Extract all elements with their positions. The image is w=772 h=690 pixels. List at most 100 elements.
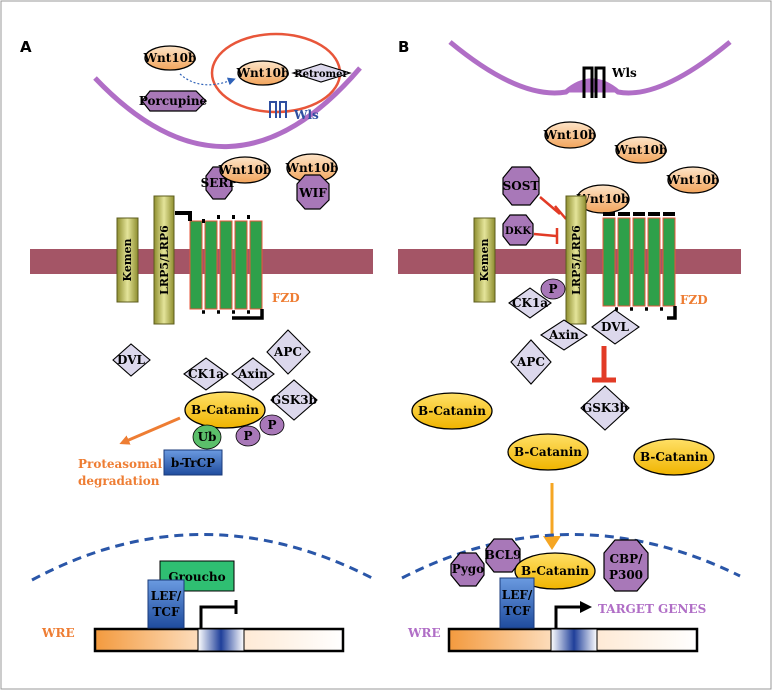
b-dkk-inhibition — [533, 228, 559, 244]
b-b-catenin-4: B-Catanin — [514, 552, 596, 590]
svg-text:DVL: DVL — [601, 320, 630, 334]
a-wnt10b-serp: Wnt10b — [218, 156, 272, 184]
svg-text:B-Catanin: B-Catanin — [191, 403, 259, 417]
svg-text:BCL9: BCL9 — [485, 548, 522, 562]
a-wnt10b-vesicle: Wnt10b — [236, 60, 290, 86]
svg-text:TCF: TCF — [153, 605, 180, 619]
svg-text:Kemen: Kemen — [478, 239, 491, 282]
a-phospho-1: P — [235, 425, 261, 447]
a-proteasomal-line1: Proteasomal — [78, 457, 163, 471]
b-pygo: Pygo — [450, 552, 485, 587]
a-wls-icon: Wls — [269, 101, 319, 122]
svg-text:Kemen: Kemen — [121, 239, 134, 282]
b-active-tss-arrow — [554, 601, 592, 629]
a-lrp5-lrp6: LRP5/LRP6 — [153, 195, 175, 325]
svg-text:Retromer: Retromer — [294, 69, 348, 80]
svg-text:LEF/: LEF/ — [502, 588, 533, 602]
svg-text:APC: APC — [273, 345, 302, 359]
svg-text:TCF: TCF — [504, 604, 531, 618]
svg-text:FZD: FZD — [680, 293, 708, 307]
b-fzd-receptor: FZD — [602, 212, 708, 320]
svg-text:DVL: DVL — [117, 353, 146, 367]
svg-text:Ub: Ub — [198, 430, 217, 444]
a-ubiquitin: Ub — [192, 424, 222, 450]
a-cell-membrane-curve — [93, 66, 362, 150]
svg-text:P: P — [243, 429, 252, 443]
b-sost-inhibition — [539, 196, 567, 220]
svg-text:GSK3b: GSK3b — [271, 393, 317, 407]
svg-text:LRP5/LRP6: LRP5/LRP6 — [158, 225, 171, 295]
svg-text:LRP5/LRP6: LRP5/LRP6 — [570, 225, 583, 295]
b-lef-tcf: LEF/ TCF — [499, 577, 535, 629]
svg-text:P300: P300 — [609, 568, 643, 582]
a-wnt10b-outside: Wnt10b — [143, 45, 197, 71]
a-axin: Axin — [231, 357, 275, 391]
b-cbp-p300: CBP/ P300 — [603, 539, 649, 592]
svg-text:Wnt10b: Wnt10b — [666, 173, 720, 187]
a-nuclear-envelope — [31, 533, 373, 582]
b-gsk3b: GSK3b — [580, 385, 630, 431]
b-apc: APC — [510, 339, 552, 385]
svg-text:P: P — [548, 282, 557, 296]
a-gsk3b: GSK3b — [270, 379, 318, 421]
svg-text:LEF/: LEF/ — [151, 589, 182, 603]
svg-text:Wnt10b: Wnt10b — [236, 66, 290, 80]
a-kemen: Kemen — [116, 217, 139, 303]
a-dvl: DVL — [112, 343, 151, 377]
b-gsk3b-inhibition — [592, 346, 616, 383]
svg-text:b-TrCP: b-TrCP — [171, 456, 215, 470]
svg-text:Wnt10b: Wnt10b — [218, 163, 272, 177]
a-phospho-2: P — [259, 414, 285, 436]
b-target-genes-label: TARGET GENES — [598, 602, 706, 616]
b-sost: SOST — [502, 166, 540, 206]
panel-a-label: A — [20, 38, 32, 56]
svg-text:Axin: Axin — [548, 328, 579, 342]
svg-text:B-Catanin: B-Catanin — [418, 404, 486, 418]
svg-text:Pygo: Pygo — [452, 562, 484, 576]
b-nuclear-envelope — [401, 533, 741, 580]
a-repressed-tss — [199, 600, 238, 629]
svg-text:B-Catanin: B-Catanin — [640, 450, 708, 464]
svg-text:DKK: DKK — [505, 226, 531, 237]
a-ck1a: CK1a — [183, 357, 229, 391]
svg-text:B-Catanin: B-Catanin — [514, 445, 582, 459]
b-kemen: Kemen — [473, 217, 496, 303]
a-wre-label: WRE — [41, 626, 75, 640]
b-translocation-arrowhead — [543, 536, 561, 550]
a-wif: WIF — [296, 174, 330, 210]
svg-text:CBP/: CBP/ — [609, 552, 643, 566]
a-wnt10b-wif: Wnt10b — [285, 153, 338, 183]
svg-text:FZD: FZD — [272, 291, 300, 305]
svg-text:APC: APC — [516, 355, 545, 369]
svg-text:Wnt10b: Wnt10b — [543, 128, 597, 142]
svg-text:CK1a: CK1a — [512, 296, 548, 310]
a-secretion-arrow — [179, 73, 236, 86]
b-wls-icon: Wls — [582, 66, 637, 98]
svg-text:Porcupine: Porcupine — [139, 94, 208, 108]
b-bcl9: BCL9 — [485, 538, 522, 573]
svg-text:Wnt10b: Wnt10b — [614, 143, 668, 157]
b-lrp5-lrp6: LRP5/LRP6 — [565, 195, 587, 325]
a-proteasomal-line2: degradation — [78, 474, 160, 488]
svg-text:CK1a: CK1a — [188, 367, 224, 381]
a-degradation-arrow — [119, 416, 181, 445]
a-b-catenin: B-Catanin — [184, 391, 266, 429]
b-axin: Axin — [539, 319, 589, 351]
panel-b-label: B — [398, 38, 409, 56]
a-retromer: Retromer — [291, 63, 352, 83]
a-btrcp: b-TrCP — [163, 449, 223, 476]
a-apc: APC — [266, 329, 311, 375]
b-dna — [447, 627, 699, 653]
b-dkk: DKK — [502, 214, 534, 246]
b-wnt10b-4: Wnt10b — [666, 166, 720, 194]
a-dna — [93, 627, 345, 653]
svg-text:Wnt10b: Wnt10b — [143, 51, 197, 65]
b-wre-label: WRE — [407, 626, 441, 640]
b-ck1a: CK1a — [508, 287, 552, 319]
svg-text:Wls: Wls — [611, 66, 637, 80]
svg-text:Wnt10b: Wnt10b — [576, 192, 630, 206]
b-dvl: DVL — [591, 309, 640, 345]
b-b-catenin-3: B-Catanin — [633, 438, 715, 476]
